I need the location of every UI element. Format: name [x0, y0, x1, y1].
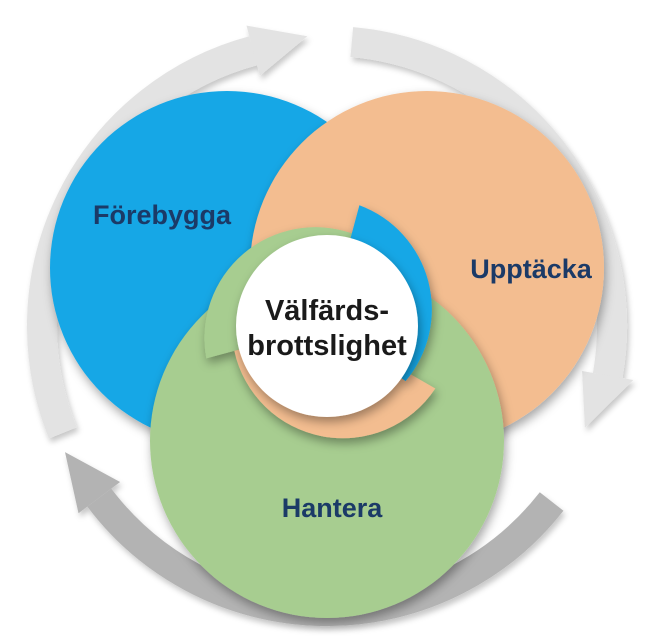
blade-upptacka-tail — [234, 349, 436, 439]
center-circle — [236, 235, 418, 417]
blade-hantera-tail — [204, 227, 352, 359]
center-label: Välfärds- brottslighet — [247, 295, 407, 362]
label-forebygga: Förebygga — [93, 200, 232, 230]
center-circle-shape — [236, 235, 418, 417]
cycle-arrow-top-head-icon — [246, 25, 308, 76]
blade-forebygga-tail-shape — [350, 205, 432, 382]
blade-upptacka-tail-shape — [234, 349, 436, 439]
center-label-line1: Välfärds- — [265, 295, 389, 327]
label-hantera: Hantera — [282, 493, 384, 523]
center-label-line2: brottslighet — [247, 330, 407, 362]
blade-hantera-tail-shape — [204, 227, 352, 359]
cycle-arrow-bottom-head-icon — [65, 452, 121, 514]
cycle-arrow-right-head-icon — [582, 371, 634, 428]
label-upptacka: Upptäcka — [470, 254, 593, 284]
blade-forebygga-tail — [350, 205, 432, 382]
